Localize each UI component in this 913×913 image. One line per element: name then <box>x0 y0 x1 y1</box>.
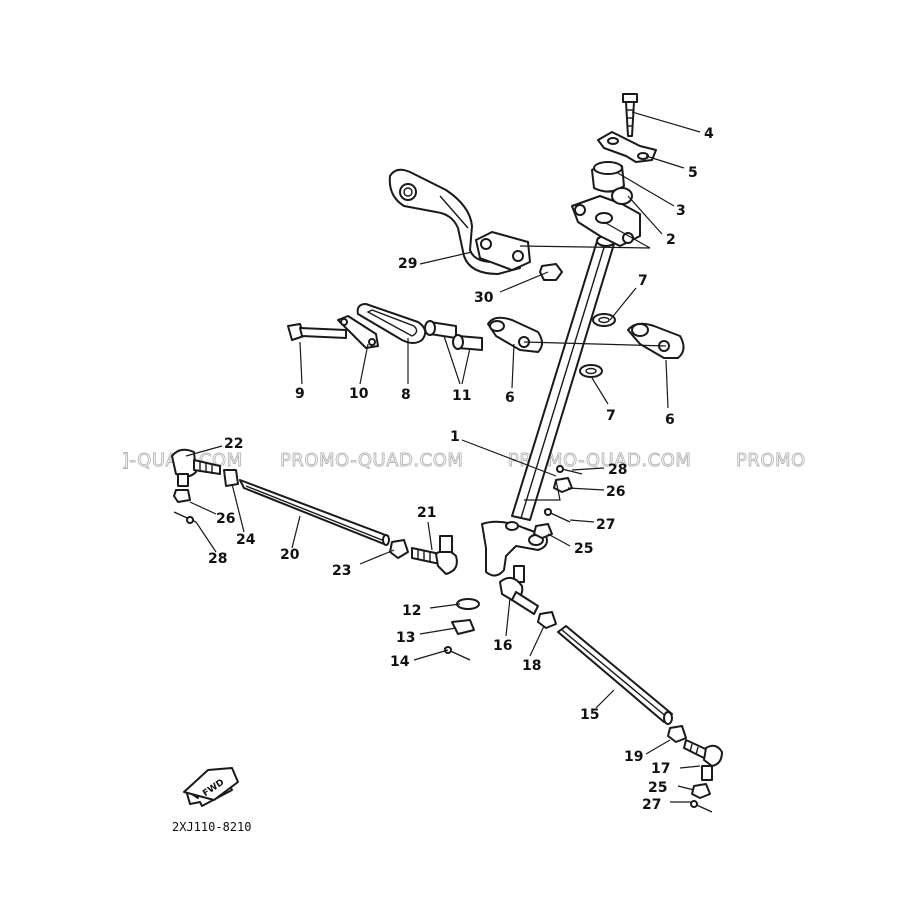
callout-9: 9 <box>295 386 305 402</box>
callout-28-left: 28 <box>208 551 227 567</box>
callout-28-right: 28 <box>608 462 627 478</box>
callout-6-left: 6 <box>505 390 515 406</box>
callout-19: 19 <box>624 749 643 765</box>
callout-27-lower: 27 <box>642 797 661 813</box>
watermark-center-right: PROMO-QUAD.COM <box>508 450 691 471</box>
callout-7-lower: 7 <box>606 408 616 424</box>
watermark-right: PROMO <box>736 450 806 471</box>
callout-15: 15 <box>580 707 599 723</box>
callout-24: 24 <box>236 532 256 548</box>
callout-1: 1 <box>450 429 460 445</box>
leader-lines <box>185 111 701 803</box>
middle-bushing-group <box>287 303 685 378</box>
callout-3: 3 <box>676 203 686 219</box>
callout-labels: 4 5 3 2 29 30 7 9 10 8 11 6 7 6 1 22 28 … <box>208 126 714 813</box>
callout-2: 2 <box>666 232 676 248</box>
callout-23: 23 <box>332 563 351 579</box>
callout-26-right: 26 <box>606 484 625 500</box>
callout-25-upper: 25 <box>574 541 593 557</box>
callout-5: 5 <box>688 165 698 181</box>
right-tie-rod-group <box>443 465 723 813</box>
left-tie-rod-group <box>171 448 458 575</box>
callout-25-lower: 25 <box>648 780 667 796</box>
steering-shaft <box>481 235 616 577</box>
callout-20: 20 <box>280 547 300 563</box>
watermark: ]-QUAD.COM PROMO-QUAD.COM PROMO-QUAD.COM… <box>122 450 806 472</box>
callout-4: 4 <box>704 126 714 142</box>
callout-13: 13 <box>396 630 415 646</box>
callout-29: 29 <box>398 256 417 272</box>
callout-14: 14 <box>390 654 410 670</box>
callout-8: 8 <box>401 387 411 403</box>
callout-16: 16 <box>493 638 512 654</box>
callout-26-left: 26 <box>216 511 235 527</box>
upper-holder-group <box>571 93 657 247</box>
forward-arrow-icon: FWD <box>183 767 239 807</box>
callout-30: 30 <box>474 290 494 306</box>
callout-11: 11 <box>452 388 471 404</box>
watermark-center-left: PROMO-QUAD.COM <box>280 450 463 471</box>
callout-22: 22 <box>224 436 243 452</box>
callout-6-right: 6 <box>665 412 675 428</box>
callout-10: 10 <box>349 386 369 402</box>
callout-27-upper: 27 <box>596 517 615 533</box>
handlebar-bracket <box>388 168 563 281</box>
drawing-code: 2XJ110-8210 <box>172 820 251 834</box>
callout-18: 18 <box>522 658 541 674</box>
callout-12: 12 <box>402 603 421 619</box>
callout-7-upper: 7 <box>638 273 648 289</box>
callout-21: 21 <box>417 505 436 521</box>
callout-17: 17 <box>651 761 670 777</box>
